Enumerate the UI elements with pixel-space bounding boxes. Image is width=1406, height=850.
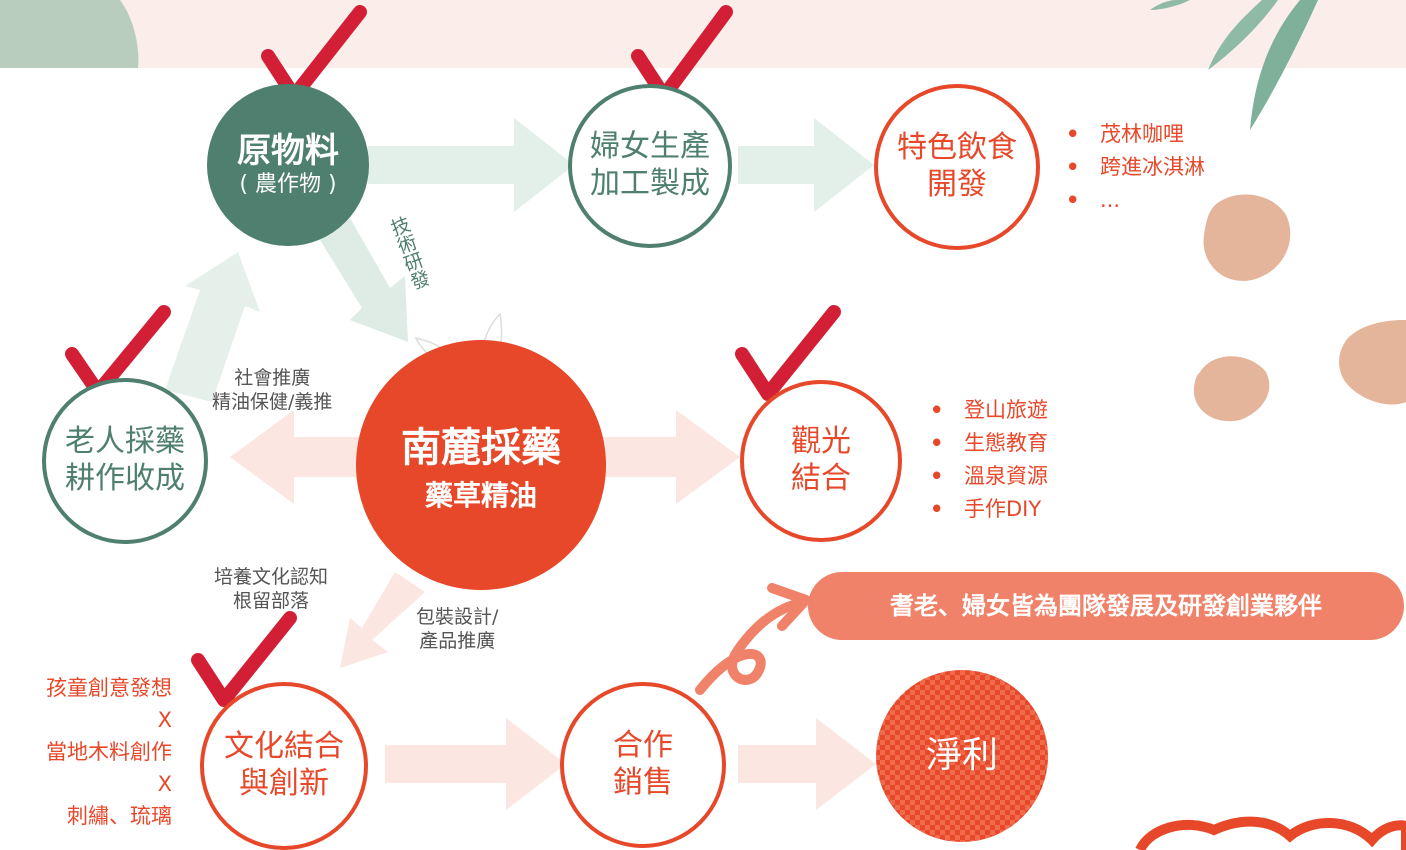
culture-awareness-line1: 培養文化認知 [214, 566, 329, 588]
culture-list-separator: X [157, 772, 172, 796]
culture-line2: 與創新 [239, 766, 329, 801]
check-mark-icon [735, 305, 841, 401]
food-list: •茂林咖哩 •跨進冰淇淋 •... [1066, 118, 1205, 217]
social-promotion-line2: 精油保健/義推 [212, 390, 333, 413]
social-promotion-label: 社會推廣 精油保健/義推 [212, 367, 332, 415]
leaf-top-left-decoration [0, 0, 139, 68]
food-list-item: •跨進冰淇淋 [1066, 155, 1205, 179]
packaging-line2: 產品推廣 [419, 629, 496, 652]
food-list-item: •... [1066, 188, 1121, 212]
tourism-list: •登山旅遊 •生態教育 •溫泉資源 •手作DIY [930, 394, 1048, 526]
blob-decoration [1339, 319, 1406, 405]
women-production-line2: 加工製成 [590, 166, 710, 201]
special-food-line2: 開發 [927, 167, 987, 202]
sales-node: 合作 銷售 [560, 682, 726, 848]
culture-awareness-label: 培養文化認知 根留部落 [214, 566, 328, 614]
leaf-top-right-decoration-3 [1150, 0, 1190, 10]
special-food-line1: 特色飲食 [897, 130, 1017, 166]
women-production-line1: 婦女生產 [590, 129, 710, 165]
tourism-list-item: •登山旅遊 [930, 398, 1048, 422]
blob-decoration [1193, 356, 1270, 422]
check-mark-icon [191, 611, 297, 707]
sales-line1: 合作 [613, 728, 673, 764]
profit-node: 淨利 [876, 670, 1048, 842]
arrow-culture-to-sales [385, 718, 566, 810]
women-production-node: 婦女生產 加工製成 [568, 84, 732, 248]
culture-list-item: 當地木料創作 [46, 740, 172, 764]
banner-shape [808, 572, 1404, 640]
arrow-nanlu-to-culture [340, 572, 425, 668]
elder-harvest-line2: 耕作收成 [65, 461, 185, 496]
culture-node: 文化結合 與創新 [200, 682, 368, 850]
nanlu-title: 南麓採藥 [401, 425, 561, 471]
packaging-label: 包裝設計/ 產品推廣 [416, 606, 498, 654]
sales-line2: 銷售 [613, 765, 673, 800]
blob-decoration [1203, 194, 1291, 281]
raw-material-subtitle: ( 農作物 ) [239, 172, 337, 198]
culture-list-separator: X [157, 708, 172, 732]
culture-line1: 文化結合 [224, 729, 344, 765]
tourism-line2: 結合 [791, 461, 851, 496]
raw-material-title: 原物料 [237, 130, 339, 171]
raw-material-node: 原物料 ( 農作物 ) [207, 84, 369, 246]
culture-list-item: 孩童創意發想 [46, 676, 172, 700]
arrow-nanlu-to-elder [230, 410, 370, 504]
culture-creativity-list: 孩童創意發想 X 當地木料創作 X 刺繡、琉璃 [6, 672, 172, 832]
arrow-raw-to-women [368, 118, 574, 212]
social-promotion-line1: 社會推廣 [234, 367, 311, 389]
tourism-line1: 觀光 [791, 424, 851, 460]
profit-label: 淨利 [925, 735, 998, 777]
nanlu-center-node: 南麓採藥 藥草精油 [356, 340, 606, 590]
culture-list-item: 刺繡、琉璃 [67, 804, 172, 828]
nanlu-subtitle: 藥草精油 [424, 478, 537, 512]
tourism-node: 觀光 結合 [740, 380, 902, 542]
elder-harvest-line1: 老人採藥 [65, 424, 185, 460]
arrow-nanlu-to-tourism [595, 410, 740, 504]
special-food-node: 特色飲食 開發 [874, 84, 1040, 250]
arrow-women-to-food [738, 118, 874, 212]
tourism-list-item: •溫泉資源 [930, 464, 1048, 488]
profit-circle-shape [876, 670, 1048, 842]
leaf-top-right-decoration-2 [1208, 0, 1278, 70]
packaging-line1: 包裝設計/ [416, 606, 499, 628]
arrow-elder-to-raw [165, 252, 260, 402]
orange-loop-decoration [1135, 816, 1406, 850]
culture-awareness-line2: 根留部落 [233, 589, 310, 612]
tourism-list-item: •生態教育 [930, 431, 1048, 455]
arrow-sales-to-profit [738, 718, 876, 810]
food-list-item: •茂林咖哩 [1066, 122, 1184, 146]
loop-arrow-to-banner [695, 583, 811, 695]
banner-text: 耆老、婦女皆為團隊發展及研發創業夥伴 [890, 592, 1322, 620]
elder-harvest-node: 老人採藥 耕作收成 [42, 378, 208, 544]
leaf-top-right-decoration [1250, 0, 1318, 130]
tourism-list-item: •手作DIY [930, 497, 1042, 521]
arrow-raw-to-nanlu [320, 218, 408, 342]
